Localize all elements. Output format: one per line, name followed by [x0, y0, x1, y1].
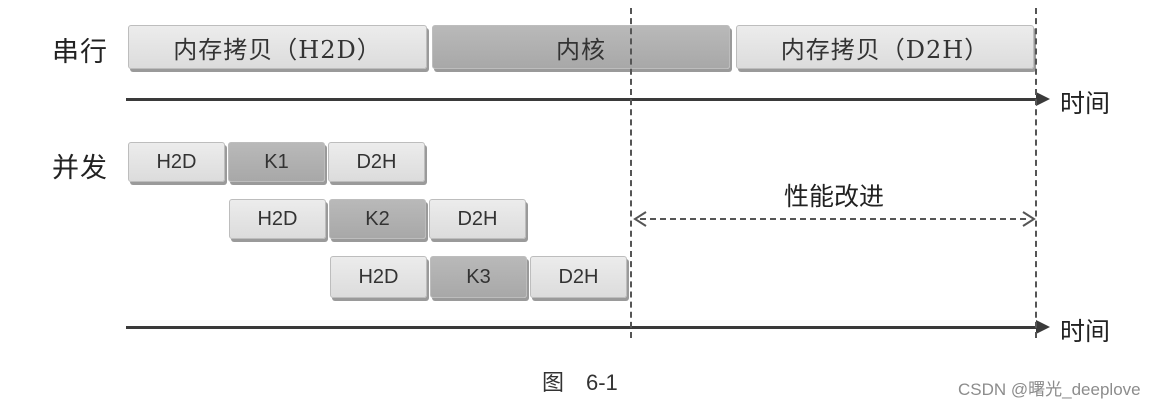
improvement-left-arrowhead	[633, 211, 647, 227]
concurrent-axis-label: 时间	[1060, 317, 1111, 346]
serial-label: 串行	[52, 37, 108, 68]
stream1-kernel-block: K1	[228, 142, 325, 182]
improvement-label: 性能改进	[784, 182, 885, 211]
stream3-h2d-block: H2D	[330, 256, 427, 298]
serial-d2h-block: 内存拷贝（D2H）	[736, 25, 1034, 69]
stream2-h2d-block: H2D	[229, 199, 326, 239]
concurrent-end-guide	[630, 8, 632, 338]
concurrent-label: 并发	[52, 153, 108, 184]
improvement-span	[640, 218, 1026, 220]
stream2-kernel-block: K2	[329, 199, 426, 239]
stream3-d2h-block: D2H	[530, 256, 627, 298]
serial-axis-arrowhead	[1036, 92, 1050, 106]
stream3-kernel-block: K3	[430, 256, 527, 298]
concurrent-axis-arrowhead	[1036, 320, 1050, 334]
stream2-d2h-block: D2H	[429, 199, 526, 239]
serial-kernel-block: 内核	[432, 25, 730, 69]
serial-time-axis	[126, 98, 1038, 101]
serial-h2d-block: 内存拷贝（H2D）	[128, 25, 427, 69]
serial-end-guide	[1035, 8, 1037, 338]
stream1-h2d-block: H2D	[128, 142, 225, 182]
figure-caption: 图 6-1	[542, 370, 618, 395]
stream1-d2h-block: D2H	[328, 142, 425, 182]
watermark: CSDN @曙光_deeplove	[958, 380, 1141, 399]
concurrent-time-axis	[126, 326, 1038, 329]
improvement-right-arrowhead	[1022, 211, 1036, 227]
serial-axis-label: 时间	[1060, 89, 1111, 118]
